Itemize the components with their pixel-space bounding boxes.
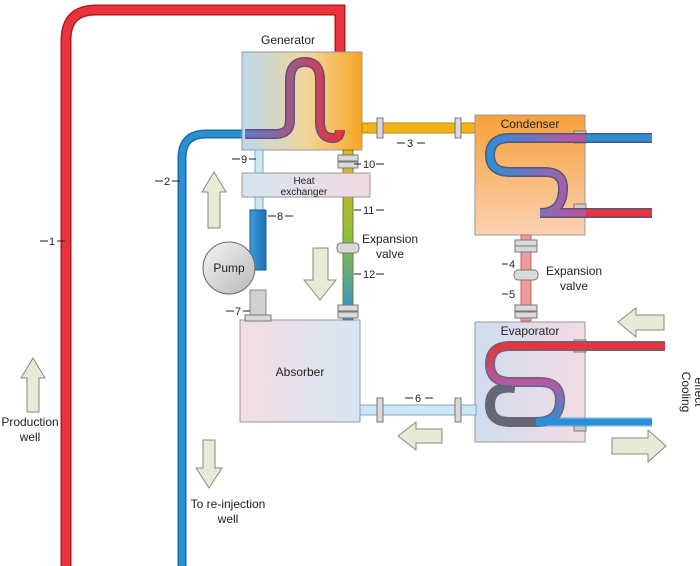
stream-6: 6 xyxy=(415,393,421,405)
heat-exchanger-label-2: exchanger xyxy=(281,187,328,198)
arrow-up-production xyxy=(20,357,46,413)
generator-label: Generator xyxy=(261,33,315,47)
arrow-down-absorber xyxy=(302,247,338,301)
heat-exchanger-label-1: Heat xyxy=(293,176,314,187)
pump-label: Pump xyxy=(213,261,245,275)
stream-12: 12 xyxy=(363,269,375,281)
expansion-valve-left xyxy=(336,242,360,254)
stream-2: 2 xyxy=(164,176,170,188)
stream-4: 4 xyxy=(509,259,515,271)
production-well-label-1: Production xyxy=(1,415,58,429)
stream-8: 8 xyxy=(277,211,283,223)
expansion-valve-right-label-2: valve xyxy=(560,279,588,293)
arrow-left-absorber xyxy=(397,420,443,452)
pipe-10-11-12 xyxy=(342,149,354,321)
heat-exchanger xyxy=(241,172,371,198)
cooling-effect-label-2: effect xyxy=(692,377,700,407)
stream-1: 1 xyxy=(49,236,55,248)
pipe-8 xyxy=(249,209,267,271)
absorber-label: Absorber xyxy=(276,365,325,379)
stream-9: 9 xyxy=(241,154,247,166)
arrow-down-reinjection xyxy=(195,439,223,489)
reinjection-well-label-2: well xyxy=(217,512,239,526)
expansion-valve-right xyxy=(513,269,539,281)
pump xyxy=(202,241,256,295)
production-well-label-2: well xyxy=(19,430,41,444)
stream-10: 10 xyxy=(363,159,375,171)
arrow-left-evaporator-in xyxy=(617,306,665,339)
cooling-effect-label-1: Cooling xyxy=(679,372,693,413)
expansion-valve-right-label-1: Expansion xyxy=(546,264,602,278)
expansion-valve-left-label-2: valve xyxy=(376,247,404,261)
condenser-label: Condenser xyxy=(501,117,560,131)
evaporator-label: Evaporator xyxy=(501,324,560,338)
cooling-effect-label: Cooling effect xyxy=(679,372,700,413)
reinjection-well-label-1: To re-injection xyxy=(191,497,266,511)
stream-7: 7 xyxy=(235,306,241,318)
arrow-up-heat-exchanger xyxy=(201,171,227,229)
stream-5: 5 xyxy=(509,289,515,301)
arrow-right-cooling xyxy=(611,428,667,464)
stream-3: 3 xyxy=(407,138,413,150)
absorber xyxy=(239,319,361,423)
stream-11: 11 xyxy=(363,205,374,217)
expansion-valve-left-label-1: Expansion xyxy=(362,232,418,246)
